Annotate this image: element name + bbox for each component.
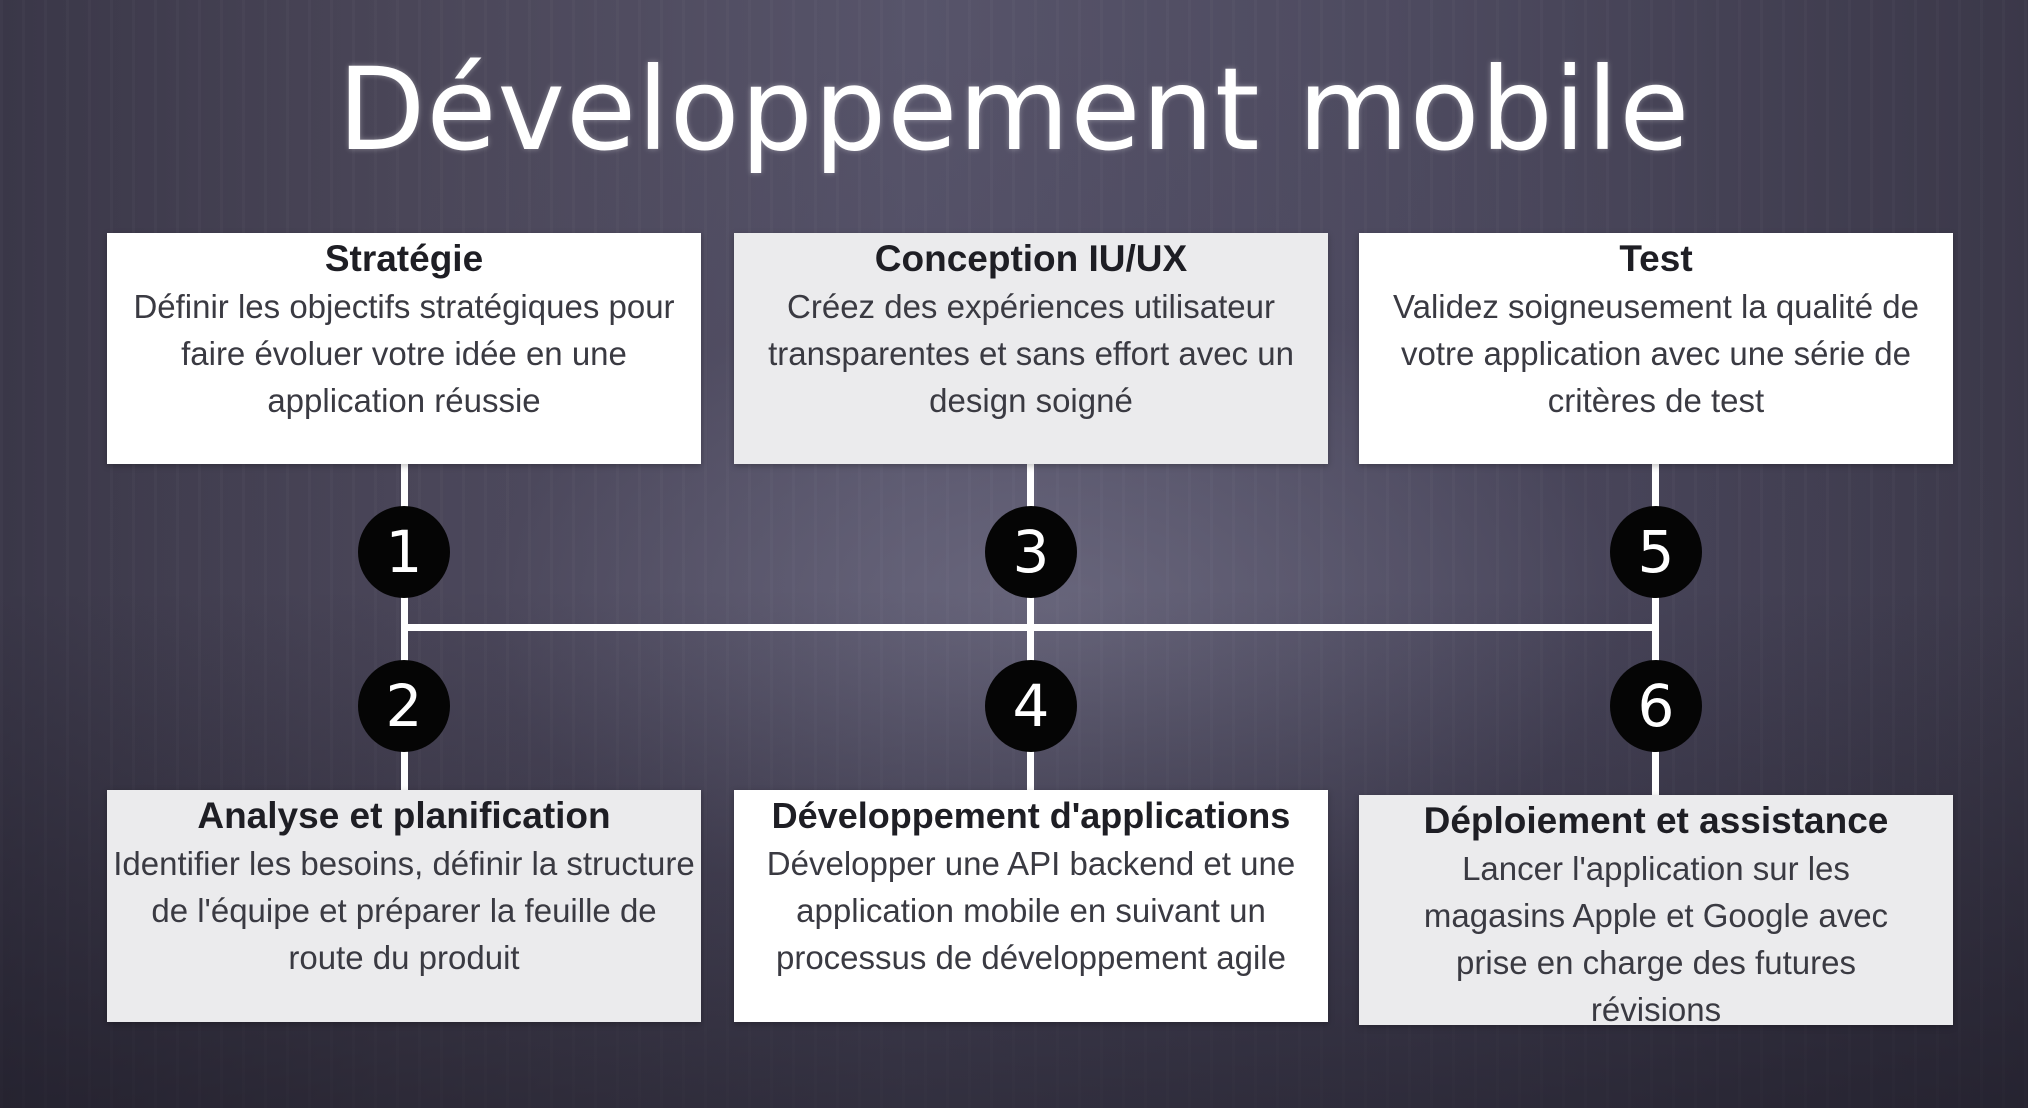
connector-line-col2 [1027,462,1034,792]
step-number-badge-1: 1 [358,506,450,598]
connector-line-col1 [401,462,408,792]
step-description: Développer une API backend et une applic… [766,845,1296,976]
step-heading: Déploiement et assistance [1423,800,1889,841]
step-description: Définir les objectifs stratégiques pour … [133,288,675,419]
step-heading: Analyse et planification [197,795,611,836]
step-description: Validez soigneusement la qualité de votr… [1393,288,1919,419]
step-card-strategie: Stratégie Définir les objectifs stratégi… [107,233,701,464]
step-card-deploiement: Déploiement et assistance Lancer l'appli… [1359,795,1953,1028]
step-description: Identifier les besoins, définir la struc… [113,845,695,976]
step-heading: Développement d'applications [771,795,1291,836]
step-heading: Conception IU/UX [874,238,1188,279]
step-card-conception: Conception IU/UX Créez des expériences u… [734,233,1328,464]
step-card-developpement: Développement d'applications Développer … [734,790,1328,1022]
step-number-badge-5: 5 [1610,506,1702,598]
step-description: Lancer l'application sur les magasins Ap… [1423,850,1889,1028]
step-heading: Stratégie [324,238,484,279]
step-description: Créez des expériences utilisateur transp… [768,288,1294,419]
step-number-badge-3: 3 [985,506,1077,598]
step-number-badge-2: 2 [358,660,450,752]
step-card-analyse: Analyse et planification Identifier les … [107,790,701,1022]
step-number-badge-4: 4 [985,660,1077,752]
step-heading: Test [1619,238,1693,279]
step-number-badge-6: 6 [1610,660,1702,752]
step-card-test: Test Validez soigneusement la qualité de… [1359,233,1953,464]
page-title: Développement mobile [337,43,1691,176]
connector-line-col3 [1652,462,1659,797]
